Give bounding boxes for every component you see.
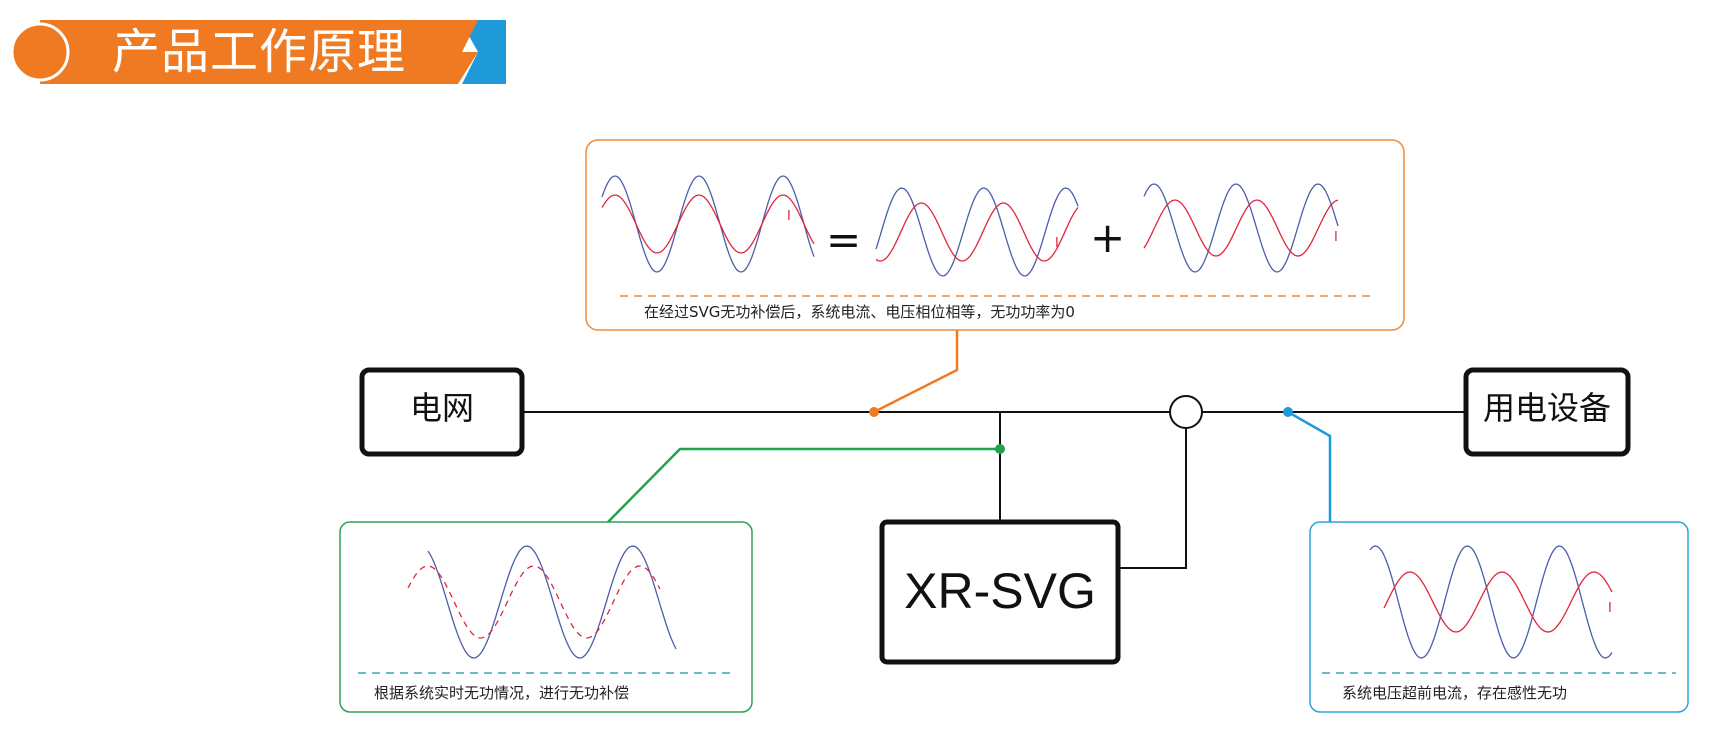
right-current-marker: I: [1608, 601, 1612, 616]
left-connection-dot: [995, 444, 1005, 454]
top-callout-caption: 在经过SVG无功补偿后，系统电流、电压相位相等，无功功率为0: [644, 303, 1075, 321]
svg-device-label: XR-SVG: [904, 563, 1096, 619]
top-callout-panel: [585, 139, 1405, 331]
page-title: 产品工作原理: [112, 24, 407, 80]
ct-signal-line: [1118, 428, 1187, 569]
top-connection-dot: [869, 407, 879, 417]
top-middle-voltage-wave: [875, 187, 1079, 277]
right-callout-connector: [1287, 410, 1332, 522]
load-box: [1463, 367, 1631, 457]
top-result-current-wave: [601, 194, 815, 254]
left-callout-caption: 根据系统实时无功情况，进行无功补偿: [374, 684, 630, 702]
top-left-current-marker: I: [787, 209, 791, 224]
right-callout-caption: 系统电压超前电流，存在感性无功: [1342, 684, 1568, 702]
plus-sign: +: [1090, 213, 1126, 262]
left-voltage-wave: [427, 545, 677, 659]
top-result-voltage-wave: [601, 175, 815, 273]
right-voltage-wave: [1369, 545, 1613, 659]
right-current-wave: [1383, 571, 1613, 633]
left-callout-connector: [607, 447, 1000, 523]
header-banner: [10, 20, 506, 84]
right-callout-panel: [1309, 521, 1689, 713]
equals-sign: =: [826, 215, 862, 264]
top-right-voltage-wave: [1143, 183, 1339, 273]
right-connection-dot: [1283, 407, 1293, 417]
header-circle-ring: [10, 22, 70, 82]
top-middle-current-marker: I: [1055, 236, 1059, 251]
header-blue-tab: [460, 20, 506, 84]
left-compensation-current-wave: [407, 565, 661, 639]
header-circle-icon: [13, 25, 67, 79]
current-transformer-icon: [1169, 395, 1203, 429]
top-middle-current-wave: [875, 202, 1079, 262]
top-callout-connector: [873, 330, 959, 414]
load-label: 用电设备: [1482, 389, 1611, 427]
top-right-current-marker: I: [1334, 230, 1338, 245]
grid-label: 电网: [409, 389, 474, 427]
header-orange-bar: [40, 20, 478, 84]
top-right-current-wave: [1143, 199, 1339, 257]
grid-box: [359, 367, 525, 457]
